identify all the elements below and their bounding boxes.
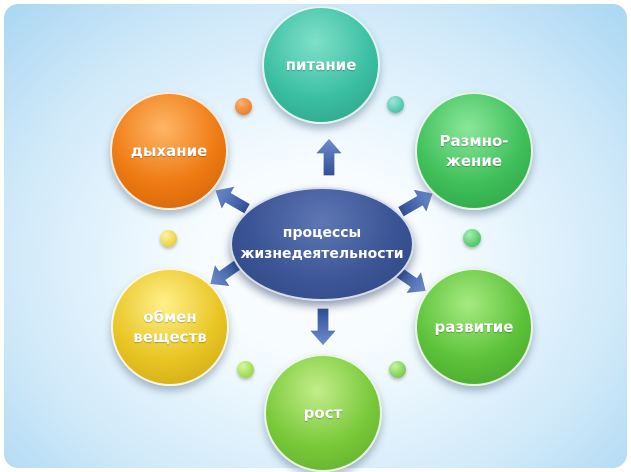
arrow-to-pitanie — [313, 137, 345, 177]
node-razvitie-label: развитие — [434, 318, 514, 336]
dot-lime-left — [237, 361, 254, 378]
node-razmnozhenie-line2: жение — [445, 152, 503, 170]
dot-orange — [235, 98, 252, 115]
node-razmnozhenie-line1: Размно- — [439, 132, 509, 150]
node-rost: рост — [264, 354, 382, 472]
node-obmen-line2: веществ — [133, 328, 207, 346]
node-dykhanie-label: дыхание — [130, 142, 208, 160]
dot-lime-right — [389, 361, 406, 378]
node-pitanie-label: питание — [285, 56, 357, 74]
node-razvitie: развитие — [415, 268, 533, 386]
node-dykhanie: дыхание — [110, 92, 228, 210]
node-rost-label: рост — [303, 404, 343, 422]
node-razmnozhenie: Размно- жение — [415, 92, 533, 210]
center-process-node: процессы жизнедеятельности — [230, 187, 414, 301]
node-obmen-line1: обмен — [143, 308, 197, 326]
dot-teal — [387, 96, 404, 113]
dot-yellow — [160, 230, 177, 247]
dot-green-right — [463, 229, 481, 247]
arrow-to-razmnozhenie — [396, 188, 435, 219]
node-obmen-veshchestv: обмен веществ — [111, 268, 229, 386]
center-label-line2: жизнедеятельности — [240, 246, 404, 262]
node-pitanie: питание — [262, 6, 380, 124]
arrow-to-rost — [307, 307, 339, 347]
center-label-line1: процессы — [282, 225, 362, 241]
